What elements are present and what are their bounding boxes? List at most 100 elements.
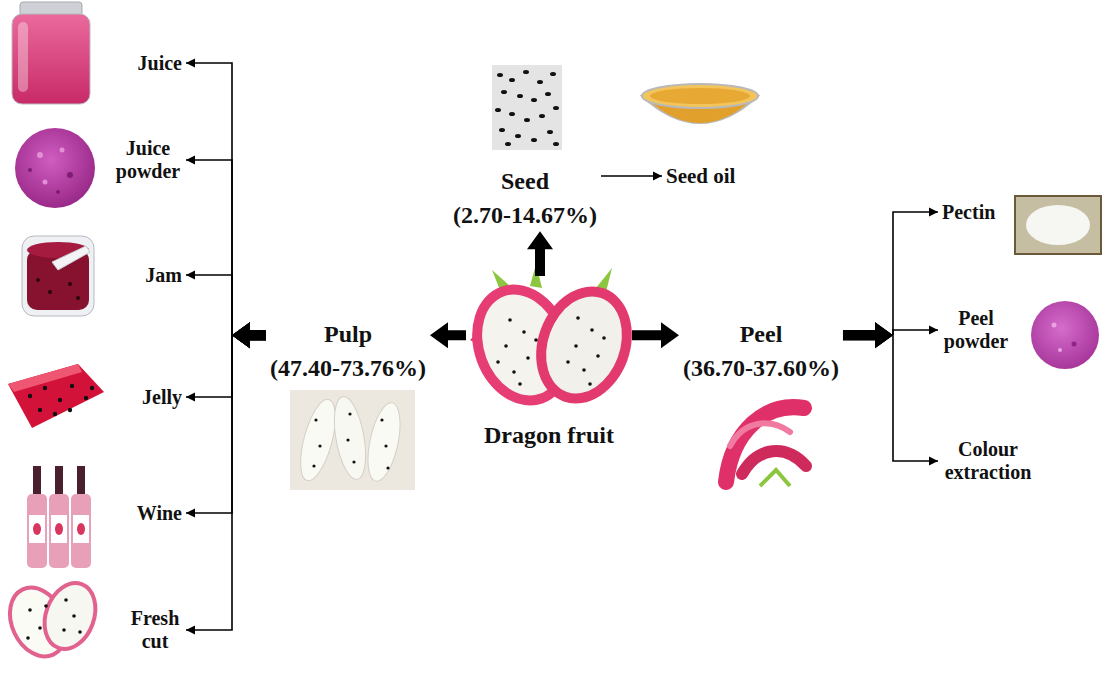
jelly-block-part xyxy=(90,386,94,390)
juice-powder-pile-part xyxy=(43,180,48,185)
dragon-fruit-photo xyxy=(456,264,648,420)
thick-arrow xyxy=(232,322,266,348)
part-label: Peel(36.70-37.60%) xyxy=(679,319,843,384)
wine-bottles-part xyxy=(51,515,67,543)
thick-arrow xyxy=(232,322,266,348)
connector xyxy=(186,322,266,401)
jelly-block-part xyxy=(70,384,74,388)
product-label: Wine xyxy=(133,500,186,527)
wine-bottles-part xyxy=(33,523,41,535)
jam-cup-part xyxy=(68,282,72,286)
seeds-photo-part xyxy=(545,92,551,96)
wine-bottles-part xyxy=(73,515,89,543)
label-text: Dragon fruit xyxy=(484,422,614,450)
connector xyxy=(186,271,266,349)
product-label: Peel powder xyxy=(938,305,1014,355)
pulp-photo-part xyxy=(380,418,383,421)
connector-line xyxy=(186,63,232,335)
product-label: Juice xyxy=(134,50,186,77)
product-label: Pectin xyxy=(938,199,999,226)
arrow-head xyxy=(186,156,195,165)
seeds-photo-part xyxy=(553,142,559,146)
wine-bottles-part xyxy=(77,466,85,496)
dragon-fruit-photo-part xyxy=(566,360,570,364)
label-text: Wine xyxy=(137,502,182,525)
jelly-block-part xyxy=(68,408,72,412)
peel-photo-part xyxy=(760,470,790,486)
source-fruit: Dragon fruit xyxy=(466,276,632,452)
seeds-photo-part xyxy=(531,98,537,102)
part-label: Pulp (47.40-73.76%) xyxy=(266,319,430,384)
juice-jar-part xyxy=(18,22,28,92)
thick-arrow xyxy=(232,322,266,348)
dragon-fruit-photo-part xyxy=(522,330,526,334)
wine-bottles-part xyxy=(49,494,69,568)
wine-bottles-part xyxy=(55,466,63,496)
seeds-photo-part xyxy=(531,138,537,142)
seeds-photo xyxy=(492,65,562,150)
pulp-photo-part xyxy=(386,466,389,469)
label-text: Fresh cut xyxy=(128,607,182,653)
label-text: Pulp xyxy=(270,321,426,349)
peel-powder-pile xyxy=(1031,301,1099,369)
seeds-photo-part xyxy=(509,78,515,82)
peel-powder-pile-part xyxy=(1072,342,1077,347)
dragon-fruit-photo-part xyxy=(520,273,647,417)
thick-arrow xyxy=(430,322,466,348)
label-text: (36.70-37.60%) xyxy=(683,355,839,383)
pulp-photo-part xyxy=(346,438,349,441)
label-text: (47.40-73.76%) xyxy=(270,355,426,383)
fresh-cut-slices-part xyxy=(38,626,42,630)
dragon-fruit-photo-part xyxy=(518,382,522,386)
label-text: Seed xyxy=(453,168,597,196)
pectin-photo-part xyxy=(1026,205,1090,245)
jelly-block-part xyxy=(8,364,104,428)
label-text: Jam xyxy=(145,264,182,287)
seed-oil-bowl-part xyxy=(650,88,750,104)
fresh-cut-slices-part xyxy=(78,630,82,634)
seeds-photo-part xyxy=(539,114,545,118)
jam-cup-part xyxy=(36,278,40,282)
connector-line xyxy=(893,212,938,335)
seeds-photo-part xyxy=(509,112,515,116)
seeds-photo-part xyxy=(505,142,511,146)
fresh-cut-slices-part xyxy=(62,628,66,632)
juice-powder-pile-part xyxy=(56,190,60,194)
arrow-head xyxy=(929,457,938,466)
connector xyxy=(632,322,679,348)
wine-bottles-part xyxy=(29,515,45,543)
jam-cup-part xyxy=(22,236,94,316)
wine-bottles-part xyxy=(27,494,47,568)
jam-cup-part xyxy=(76,296,80,300)
thick-arrow xyxy=(843,322,893,348)
fresh-cut-slices-part xyxy=(28,608,32,612)
label-text: Jelly xyxy=(142,386,182,409)
pulp-photo-part xyxy=(290,390,415,490)
label-text: Pectin xyxy=(942,201,995,224)
label-text: Peel powder xyxy=(942,307,1010,353)
seeds-photo-part xyxy=(547,130,553,134)
wine-bottles-part xyxy=(33,466,41,496)
connector-line xyxy=(186,160,232,335)
dragon-fruit-photo-part xyxy=(588,382,592,386)
fresh-cut-slices-part xyxy=(64,598,68,602)
thick-arrow xyxy=(232,322,266,348)
jelly-block-part xyxy=(53,412,57,416)
seeds-photo-part xyxy=(515,134,521,138)
fresh-cut-slices-part xyxy=(36,576,104,656)
peel-powder-pile-part xyxy=(1031,301,1099,369)
thick-arrow xyxy=(843,322,893,348)
wine-bottles xyxy=(27,466,91,568)
label-text: Seed oil xyxy=(666,164,735,188)
seeds-photo-part xyxy=(524,118,530,122)
product-label: Juice powder xyxy=(110,135,186,185)
juice-jar xyxy=(12,2,90,104)
seed-oil-bowl-part xyxy=(642,84,758,108)
connector xyxy=(843,322,938,465)
connector-line xyxy=(186,335,232,397)
wine-bottles-part xyxy=(71,494,91,568)
peel-powder-pile-part xyxy=(1052,323,1057,328)
juice-jar-part xyxy=(12,14,90,104)
dragon-fruit-photo-part xyxy=(526,356,530,360)
